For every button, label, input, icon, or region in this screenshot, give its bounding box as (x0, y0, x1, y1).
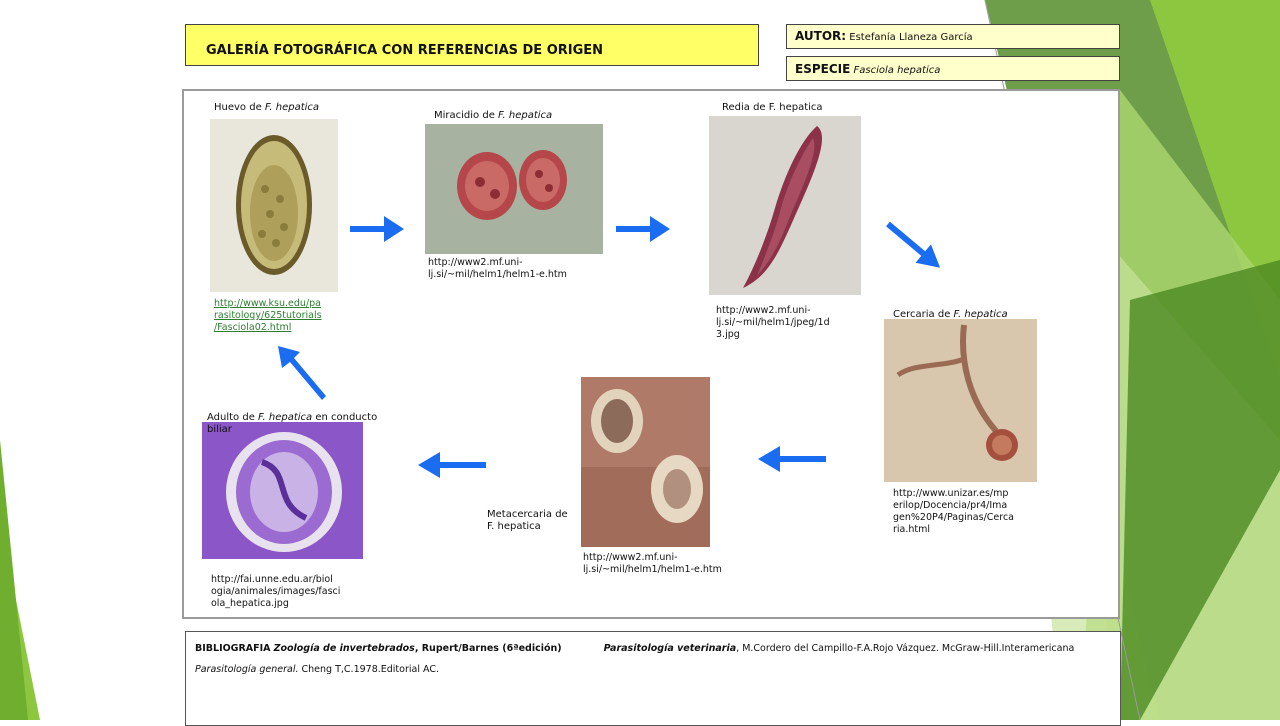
cercaria-url-line: gen%20P4/Paginas/Cerca (893, 512, 1014, 523)
cercaria-photo (884, 319, 1037, 482)
egg-url-line: /Fasciola02.html (214, 322, 292, 333)
adult-source-url: http://fai.unne.edu.ar/biol ogia/animale… (211, 574, 340, 610)
miracidium-source-url: http://www2.mf.uni- lj.si/~mil/helm1/hel… (428, 257, 567, 281)
egg-source-link[interactable]: http://www.ksu.edu/pa rasitology/625tuto… (214, 298, 322, 334)
slide-title: GALERÍA FOTOGRÁFICA CON REFERENCIAS DE O… (206, 43, 604, 58)
adult-caption-line2: biliar (207, 424, 232, 435)
left-dark-triangle (0, 440, 28, 720)
cercaria-source-url: http://www.unizar.es/mp erilop/Docencia/… (893, 488, 1014, 536)
adult-photo (202, 422, 363, 559)
metacercaria-caption-line: Metacercaria de (487, 509, 568, 520)
metacercaria-caption-line: F. hepatica (487, 521, 541, 532)
adult-caption-suffix: en conducto (312, 412, 378, 423)
miracidium-url-line: http://www2.mf.uni- (428, 257, 523, 268)
metacercaria-photo (581, 377, 710, 547)
adult-url-line: ola_hepatica.jpg (211, 598, 289, 609)
bibliography-line1: BIBLIOGRAFIA Zoología de invertebrados, … (195, 638, 1120, 659)
egg-caption-prefix: Huevo de (214, 102, 265, 113)
redia-photo (709, 116, 861, 295)
author-label: AUTOR: (795, 29, 847, 43)
arrow-icon (886, 222, 941, 268)
redia-caption: Redia de F. hepatica (722, 102, 823, 113)
adult-url-line: ogia/animales/images/fasci (211, 586, 341, 597)
bibliography-line2: Parasitología general. Cheng T,C.1978.Ed… (195, 659, 1120, 680)
arrow-icon (278, 346, 326, 400)
egg-url-line: rasitology/625tutorials (214, 310, 322, 321)
egg-url-line: http://www.ksu.edu/pa (214, 298, 322, 309)
cercaria-url-line: erilop/Docencia/pr4/Ima (893, 500, 1008, 511)
adult-caption-species: F. hepatica (258, 412, 313, 423)
adult-url-line: http://fai.unne.edu.ar/biol (211, 574, 333, 585)
bibliography-box: BIBLIOGRAFIA Zoología de invertebrados, … (185, 631, 1121, 726)
cercaria-url-line: ria.html (893, 524, 931, 535)
miracidium-url-line: lj.si/~mil/helm1/helm1-e.htm (428, 269, 567, 280)
species-name: Fasciola hepatica (853, 65, 941, 76)
adult-caption: Adulto de F. hepatica en conducto biliar (207, 412, 377, 436)
ref1-rest: , Rupert/Barnes (6ªedición) (414, 643, 562, 654)
ref2-title: Parasitología veterinaria (603, 643, 737, 654)
cercaria-caption: Cercaria de F. hepatica (893, 309, 1008, 321)
arrow-icon (350, 216, 404, 242)
author-name: Estefanía Llaneza García (849, 32, 973, 43)
metacercaria-caption: Metacercaria de F. hepatica (487, 509, 568, 533)
redia-url-line: lj.si/~mil/helm1/jpeg/1d (716, 317, 830, 328)
arrow-icon (418, 452, 486, 478)
ref3-rest: Cheng T,C.1978.Editorial AC. (298, 664, 439, 675)
egg-photo (210, 119, 338, 292)
arrow-icon (758, 446, 826, 472)
adult-caption-prefix: Adulto de (207, 412, 259, 423)
redia-source-url: http://www2.mf.uni- lj.si/~mil/helm1/jpe… (716, 305, 830, 341)
cercaria-caption-species: F. hepatica (953, 309, 1008, 320)
cercaria-caption-prefix: Cercaria de (893, 309, 954, 320)
ref3-title: Parasitología general. (195, 664, 299, 675)
author-box: AUTOR: Estefanía Llaneza García (786, 24, 1120, 49)
metacercaria-source-url: http://www2.mf.uni- lj.si/~mil/helm1/hel… (583, 552, 722, 576)
metacercaria-url-line: http://www2.mf.uni- (583, 552, 678, 563)
egg-caption: Huevo de F. hepatica (214, 102, 319, 114)
ref2-rest: , M.Cordero del Campillo-F.A.Rojo Vázque… (736, 643, 1075, 654)
cercaria-url-line: http://www.unizar.es/mp (893, 488, 1009, 499)
metacercaria-url-line: lj.si/~mil/helm1/helm1-e.htm (583, 564, 722, 575)
title-box: GALERÍA FOTOGRÁFICA CON REFERENCIAS DE O… (185, 24, 759, 66)
miracidium-caption-prefix: Miracidio de (434, 110, 499, 121)
redia-url-line: http://www2.mf.uni- (716, 305, 811, 316)
bibliography-label: BIBLIOGRAFIA (195, 643, 271, 654)
right-deep-band (1120, 260, 1280, 720)
ref1-title: Zoología de invertebrados (273, 643, 415, 654)
egg-caption-species: F. hepatica (264, 102, 320, 113)
species-box: ESPECIE Fasciola hepatica (786, 56, 1120, 81)
miracidium-photo (425, 124, 603, 254)
miracidium-caption-species: F. hepatica (498, 110, 553, 121)
arrow-icon (616, 216, 670, 242)
species-label: ESPECIE (795, 62, 851, 76)
redia-url-line: 3.jpg (716, 329, 740, 340)
miracidium-caption: Miracidio de F. hepatica (434, 110, 552, 122)
